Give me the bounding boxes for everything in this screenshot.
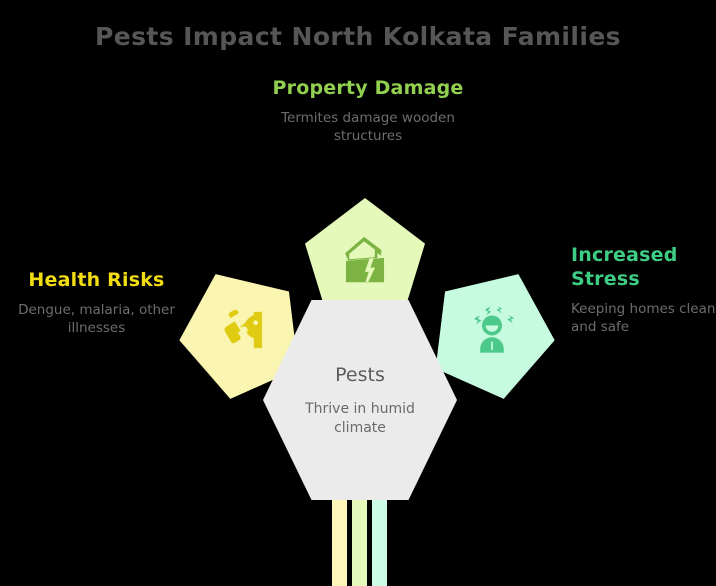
cracked-house-icon	[345, 236, 385, 283]
branch-label-increased-stress: Increased Stress Keeping homes clean and…	[571, 243, 716, 336]
center-node: Pests Thrive in humid climate	[263, 300, 457, 500]
branch-heading-health-risks: Health Risks	[28, 269, 165, 291]
branch-description-increased-stress: Keeping homes clean and safe	[571, 301, 716, 335]
stressed-person-icon	[463, 301, 521, 359]
branch-description-health-risks: Dengue, malaria, other illnesses	[18, 302, 175, 336]
center-node-title: Pests	[335, 363, 385, 386]
branch-shape-increased-stress	[415, 250, 573, 408]
branch-description-property-damage: Termites damage wooden structures	[281, 110, 455, 144]
inhaler-person-icon	[214, 301, 272, 359]
branch-label-property-damage: Property Damage Termites damage wooden s…	[258, 76, 478, 145]
branch-heading-increased-stress: Increased Stress	[571, 244, 678, 290]
center-node-description: Thrive in humid climate	[305, 400, 415, 436]
branch-heading-property-damage: Property Damage	[272, 77, 464, 99]
page-title: Pests Impact North Kolkata Families	[95, 22, 621, 51]
branch-label-health-risks: Health Risks Dengue, malaria, other illn…	[4, 268, 189, 337]
branch-shape-health-risks	[161, 250, 319, 408]
